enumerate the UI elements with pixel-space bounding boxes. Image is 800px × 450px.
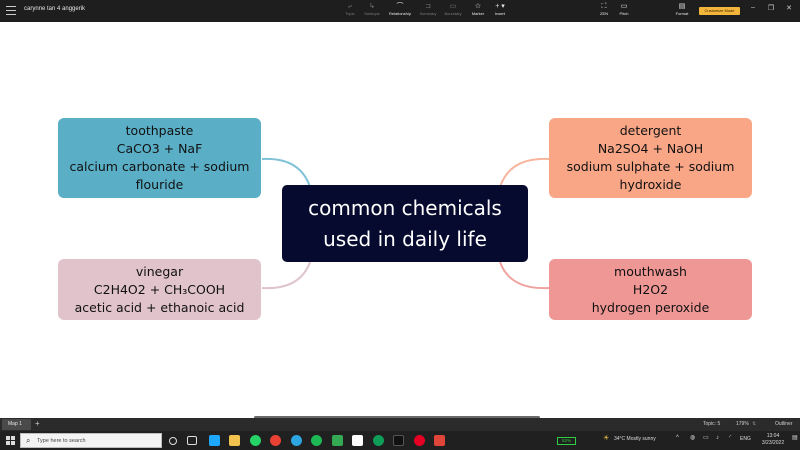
format-icon: ▤: [678, 3, 686, 10]
format-button[interactable]: ▤ Format: [670, 2, 694, 20]
topic-vinegar[interactable]: vinegar C2H4O2 + CH₃COOH acetic acid + e…: [58, 259, 261, 320]
plus-icon: + ▾: [495, 3, 505, 10]
clock-date: 3/23/2022: [761, 440, 785, 446]
insert-tool-button[interactable]: + ▾ Insert: [488, 2, 512, 20]
document-title: carynne tan 4 anggerik: [24, 6, 86, 12]
notification-icon[interactable]: ▤: [792, 435, 798, 441]
xmind-taskbar-icon[interactable]: [434, 435, 445, 446]
zoom-stepper-icon[interactable]: ⇅: [752, 421, 757, 427]
google-drive-icon[interactable]: [332, 435, 343, 446]
star-icon: ☆: [474, 3, 482, 10]
search-icon: ⌕: [26, 436, 31, 445]
boundary-tool-button[interactable]: ▭ Boundary: [441, 2, 465, 20]
topic-tool-button[interactable]: ⤶ Topic: [338, 2, 362, 20]
weather-text[interactable]: 34°C Mostly sunny: [614, 436, 656, 442]
connector-detergent: [499, 157, 550, 188]
windows-start-icon[interactable]: [6, 436, 15, 445]
whatsapp-icon[interactable]: [250, 435, 261, 446]
telegram-icon[interactable]: [291, 435, 302, 446]
pitch-button[interactable]: ▭ Pitch: [612, 2, 636, 20]
connector-mouthwash: [499, 261, 550, 290]
l-app-icon[interactable]: [209, 435, 220, 446]
network-icon[interactable]: ◍: [690, 435, 696, 441]
zen-button[interactable]: ⛶ ZEN: [592, 2, 616, 20]
weather-sun-icon: ☀: [603, 435, 610, 442]
clock-time: 13:04: [766, 433, 780, 439]
language-indicator[interactable]: ENG: [740, 436, 751, 442]
topic-detergent[interactable]: detergent Na2SO4 + NaOH sodium sulphate …: [549, 118, 752, 198]
wifi-icon[interactable]: ◜: [729, 435, 732, 441]
central-topic[interactable]: common chemicals used in daily life: [282, 185, 528, 262]
marker-tool-button[interactable]: ☆ Marker: [466, 2, 490, 20]
minimize-icon[interactable]: –: [751, 4, 755, 11]
customize-mode-button[interactable]: Customize Mode: [699, 7, 740, 15]
battery-indicator[interactable]: 52%: [557, 437, 576, 445]
menu-icon[interactable]: [6, 6, 16, 15]
summary-icon: ⊐: [425, 3, 431, 10]
relationship-tool-button[interactable]: ⌒ Relationship: [388, 3, 411, 16]
chevron-up-icon[interactable]: ^: [676, 435, 679, 441]
notion-icon[interactable]: [352, 435, 363, 446]
file-explorer-icon[interactable]: [229, 435, 240, 446]
boundary-icon: ▭: [449, 3, 457, 10]
netflix-icon[interactable]: [393, 435, 404, 446]
task-view-icon[interactable]: [187, 436, 197, 445]
taskbar: ⌕ Type here to search 52% ☀ 34°C Mostly …: [0, 431, 800, 450]
topic-toothpaste[interactable]: toothpaste CaCO3 + NaF calcium carbonate…: [58, 118, 261, 198]
topic-icon: ⤶: [348, 3, 352, 10]
add-sheet-button[interactable]: +: [35, 419, 40, 428]
relationship-icon: ⌒: [396, 3, 404, 10]
expand-icon: ⛶: [601, 3, 607, 10]
title-bar: carynne tan 4 anggerik ⤶ Topic ↳ Subtopi…: [0, 0, 800, 22]
sheet-tab-map-1[interactable]: Map 1: [2, 419, 31, 430]
display-icon[interactable]: ▭: [703, 435, 709, 441]
presentation-icon: ▭: [620, 3, 628, 10]
sheet-bar: Map 1 + Topic: 5 179% ⇅ Outliner: [0, 418, 800, 431]
clock[interactable]: 13:04 3/23/2022: [758, 433, 788, 447]
connector-layer: [261, 157, 550, 290]
maximize-icon[interactable]: ❐: [767, 5, 775, 12]
connector-toothpaste: [261, 157, 311, 188]
volume-icon[interactable]: ♪: [716, 435, 719, 441]
zoom-level[interactable]: 179%: [736, 421, 749, 427]
chrome-icon[interactable]: [270, 435, 281, 446]
outliner-button[interactable]: Outliner: [775, 421, 793, 427]
subtopic-icon: ↳: [369, 3, 375, 10]
topic-mouthwash[interactable]: mouthwash H2O2 hydrogen peroxide: [549, 259, 752, 320]
subtopic-tool-button[interactable]: ↳ Subtopic: [360, 2, 384, 20]
horizontal-scrollbar[interactable]: [254, 416, 540, 419]
topic-count: Topic: 5: [703, 421, 721, 427]
edge-icon[interactable]: [373, 435, 384, 446]
connector-vinegar: [261, 261, 311, 290]
close-icon[interactable]: ✕: [786, 5, 792, 12]
summary-tool-button[interactable]: ⊐ Summary: [416, 2, 440, 20]
taskbar-search-box[interactable]: ⌕ Type here to search: [20, 433, 162, 448]
mindmap-canvas[interactable]: toothpaste CaCO3 + NaF calcium carbonate…: [0, 22, 800, 418]
cortana-icon[interactable]: [169, 437, 177, 445]
pinterest-icon[interactable]: [414, 435, 425, 446]
spotify-icon[interactable]: [311, 435, 322, 446]
